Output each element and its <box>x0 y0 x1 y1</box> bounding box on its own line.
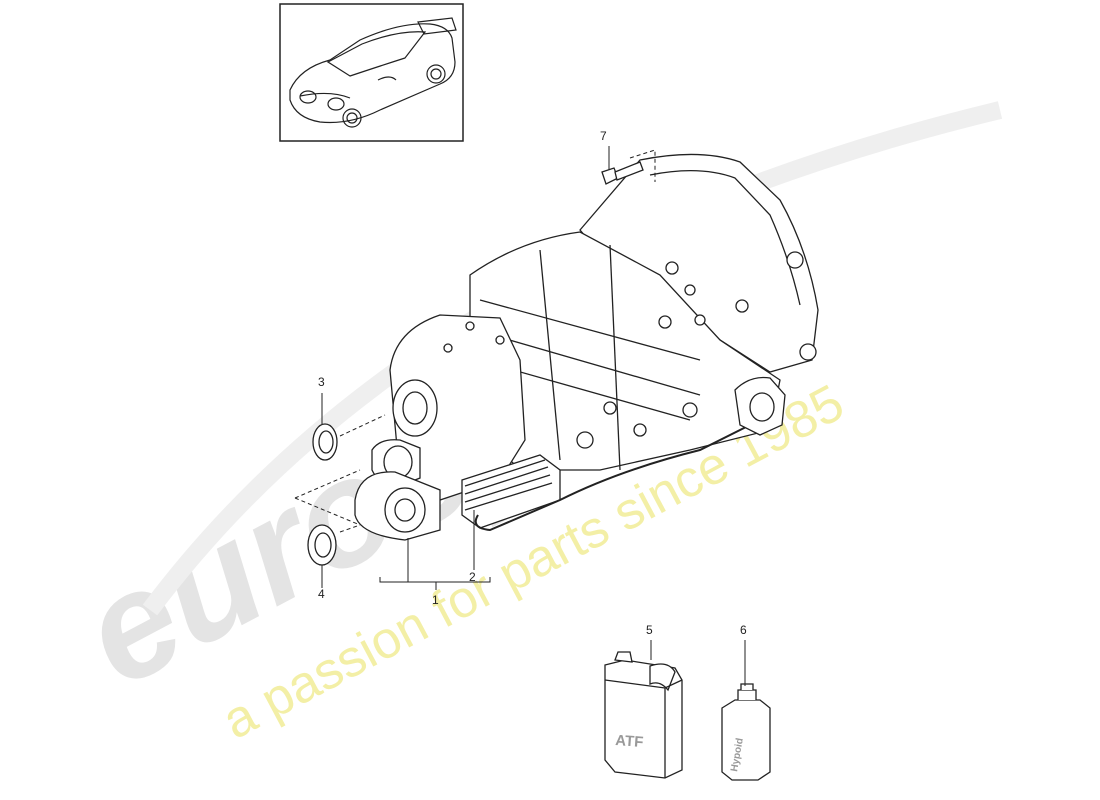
car-thumbnail-icon <box>289 17 457 128</box>
atf-label: ATF <box>615 732 644 751</box>
callout-2: 2 <box>469 570 476 584</box>
callout-1: 1 <box>432 593 439 607</box>
callout-7: 7 <box>600 129 607 143</box>
callout-4: 4 <box>318 587 325 601</box>
car-thumbnail <box>279 3 464 142</box>
bell-housing <box>579 153 819 373</box>
callout-3: 3 <box>318 375 325 389</box>
callout-6: 6 <box>740 623 747 637</box>
main-case <box>469 231 781 471</box>
leader-lines <box>294 146 746 686</box>
hypoid-container: Hypoid <box>721 683 771 781</box>
bolt-7 <box>601 161 644 185</box>
thumbnail-frame <box>279 3 464 142</box>
transmission-assembly <box>354 153 819 541</box>
oil-cooler <box>461 454 561 529</box>
callout-5: 5 <box>646 623 653 637</box>
seal-ring-3 <box>312 423 338 461</box>
callouts: 7 3 4 2 1 5 6 <box>318 129 747 637</box>
seal-ring-4 <box>307 524 337 566</box>
atf-container: ATF <box>604 651 683 779</box>
